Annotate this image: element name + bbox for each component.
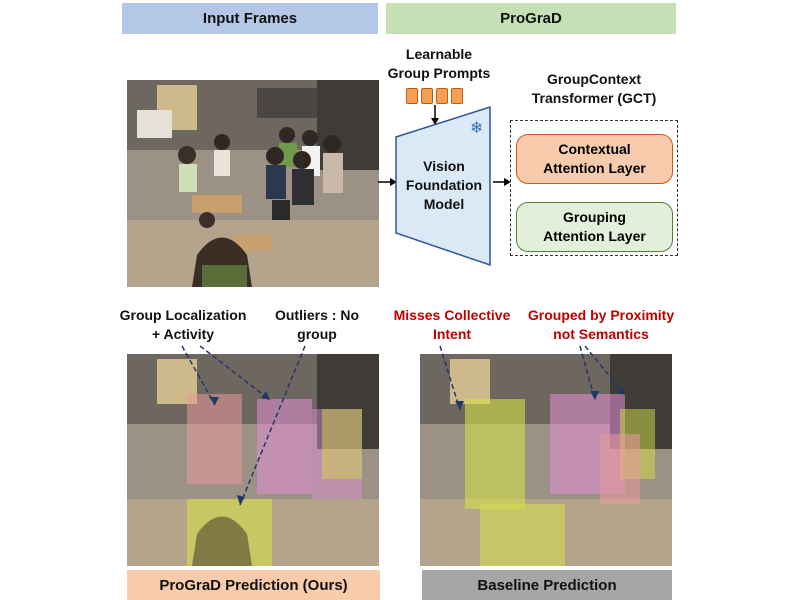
grouped-line2: not Semantics xyxy=(553,326,649,342)
vfm-label-line3: Model xyxy=(423,196,465,212)
outliers-line2: group xyxy=(297,326,337,342)
baseline-prediction-label: Baseline Prediction xyxy=(422,570,672,600)
input-frames-header: Input Frames xyxy=(122,3,378,34)
grouping-layer-line1: Grouping xyxy=(563,209,626,225)
prompt-tokens xyxy=(406,88,463,104)
prompt-token xyxy=(451,88,463,104)
outliers-line1: Outliers : No xyxy=(274,307,359,323)
gct-container xyxy=(510,120,678,256)
vision-foundation-model xyxy=(395,105,491,267)
prompts-title-line1: Learnable xyxy=(405,46,473,62)
group-loc-line1: Group Localization xyxy=(119,307,247,323)
contextual-layer-line1: Contextual xyxy=(558,141,631,157)
prompts-to-vfm-arrow xyxy=(431,105,439,125)
gct-title-line2: Transformer (GCT) xyxy=(531,90,657,106)
vfm-to-gct-arrow xyxy=(493,178,511,186)
prompt-token xyxy=(406,88,418,104)
grouping-layer-line2: Attention Layer xyxy=(543,228,646,244)
gct-title: GroupContext Transformer (GCT) xyxy=(510,70,678,108)
gct-title-line1: GroupContext xyxy=(546,71,642,87)
grouped-proximity-label: Grouped by Proximity not Semantics xyxy=(516,306,686,344)
prompts-title: Learnable Group Prompts xyxy=(384,45,494,83)
prograd-prediction-image xyxy=(127,354,379,566)
vfm-label-line1: Vision xyxy=(423,158,465,174)
prompt-token xyxy=(436,88,448,104)
group-loc-line2: + Activity xyxy=(151,326,215,342)
misses-collective-label: Misses Collective Intent xyxy=(386,306,518,344)
vfm-label: Vision Foundation Model xyxy=(400,157,488,214)
prompts-title-line2: Group Prompts xyxy=(387,65,491,81)
grouping-attention-layer: Grouping Attention Layer xyxy=(516,202,673,252)
misses-line1: Misses Collective xyxy=(393,307,511,323)
baseline-prediction-image xyxy=(420,354,672,566)
input-to-vfm-arrow xyxy=(378,178,397,186)
outliers-label: Outliers : No group xyxy=(262,306,372,344)
prograd-prediction-label: ProGraD Prediction (Ours) xyxy=(127,570,380,600)
grouped-line1: Grouped by Proximity xyxy=(527,307,675,323)
prograd-header: ProGraD xyxy=(386,3,676,34)
misses-line2: Intent xyxy=(432,326,472,342)
prompt-token xyxy=(421,88,433,104)
contextual-layer-line2: Attention Layer xyxy=(543,160,646,176)
vfm-label-line2: Foundation xyxy=(405,177,483,193)
contextual-attention-layer: Contextual Attention Layer xyxy=(516,134,673,184)
input-frame-image xyxy=(127,80,379,287)
group-localization-label: Group Localization + Activity xyxy=(118,306,248,344)
snowflake-icon: ❄ xyxy=(470,120,484,137)
